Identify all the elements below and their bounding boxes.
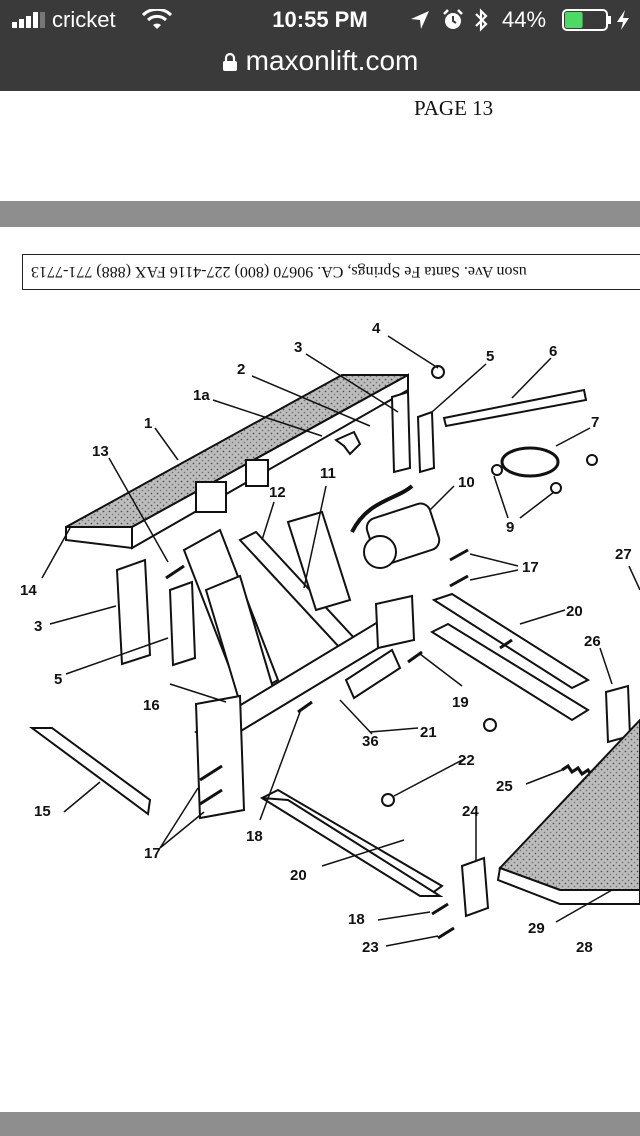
page-separator <box>0 1112 640 1136</box>
page-number: PAGE 13 <box>414 96 494 120</box>
part-label: 26 <box>584 633 601 650</box>
long-bar-part <box>442 388 588 428</box>
pin-part <box>165 548 513 940</box>
arm-part <box>261 797 444 897</box>
wifi-icon <box>141 7 173 31</box>
address-bar[interactable]: maxonlift.com <box>0 40 640 91</box>
bushing-part <box>381 365 598 807</box>
spacer-block-part <box>416 410 436 474</box>
battery-percent: 44% <box>502 7 547 32</box>
part-label: 12 <box>269 484 286 501</box>
bracket-part <box>286 510 352 612</box>
part-label: 21 <box>420 724 437 741</box>
page-separator <box>0 201 640 227</box>
part-label: 3 <box>294 339 302 356</box>
platform-plate-part <box>65 373 409 550</box>
part-label: 5 <box>54 671 62 688</box>
spacer-block-part <box>168 580 197 667</box>
part-label: 13 <box>92 443 109 460</box>
part-label: 28 <box>576 939 593 956</box>
part-label: 16 <box>143 697 160 714</box>
part-label: 11 <box>320 465 336 482</box>
part-label: 19 <box>452 694 469 711</box>
part-label: 20 <box>566 603 583 620</box>
mount-plate-part <box>374 594 416 650</box>
arm-part <box>429 622 590 722</box>
part-label: 24 <box>462 803 479 820</box>
url-display[interactable]: maxonlift.com <box>0 44 640 78</box>
status-time: 10:55 PM <box>272 7 368 32</box>
hose-part <box>350 484 414 533</box>
part-label: 29 <box>528 920 545 937</box>
part-label: 5 <box>486 348 494 365</box>
document-header-box: uson Ave. Santa Fe Springs, CA. 90670 (8… <box>22 254 640 290</box>
hook-part <box>334 430 362 456</box>
exploded-parts-diagram: 1 1a 2 3 4 5 6 7 9 10 11 12 13 14 3 5 16… <box>20 320 640 956</box>
bluetooth-icon <box>473 8 489 32</box>
status-bar: cricket 10:55 PM 44% <box>0 0 640 40</box>
signal-bars-icon <box>12 12 46 28</box>
part-label: 1 <box>144 415 152 432</box>
mount-plate-part <box>460 856 490 918</box>
url-text: maxonlift.com <box>245 45 419 76</box>
part-label: 1a <box>193 387 210 404</box>
part-label: 2 <box>237 361 245 378</box>
motor-part <box>363 502 441 569</box>
part-label: 18 <box>246 828 263 845</box>
lock-icon <box>222 46 238 71</box>
part-label: 22 <box>458 752 475 769</box>
location-arrow-icon <box>410 10 430 30</box>
bar-part <box>28 727 152 816</box>
part-label: 27 <box>615 546 632 563</box>
part-label: 25 <box>496 778 513 795</box>
part-label: 4 <box>372 320 381 337</box>
battery-icon <box>562 9 612 31</box>
part-label: 17 <box>522 559 539 576</box>
cable-part <box>500 446 560 478</box>
part-number-labels: 1 1a 2 3 4 5 6 7 9 10 11 12 13 14 3 5 16… <box>20 320 632 956</box>
vertical-plate-part <box>390 390 412 474</box>
part-label: 9 <box>506 519 514 536</box>
part-label: 6 <box>549 343 557 360</box>
part-label: 18 <box>348 911 365 928</box>
alarm-clock-icon <box>442 9 464 31</box>
leader-lines <box>41 335 640 947</box>
mount-plate-part <box>194 694 246 820</box>
vertical-plate-part <box>115 558 152 666</box>
lower-platform-part <box>498 718 640 891</box>
part-label: 15 <box>34 803 51 820</box>
part-label: 7 <box>591 414 599 431</box>
part-label: 14 <box>20 582 37 599</box>
part-label: 3 <box>34 618 42 635</box>
carrier-name: cricket <box>52 7 116 32</box>
document-header-text: uson Ave. Santa Fe Springs, CA. 90670 (8… <box>31 263 527 280</box>
part-label: 20 <box>290 867 307 884</box>
part-label: 10 <box>458 474 475 491</box>
charging-bolt-icon <box>616 9 630 31</box>
part-label: 23 <box>362 939 379 956</box>
bracket-part <box>344 648 402 700</box>
part-label: 36 <box>362 733 379 750</box>
part-label: 17 <box>144 845 161 862</box>
